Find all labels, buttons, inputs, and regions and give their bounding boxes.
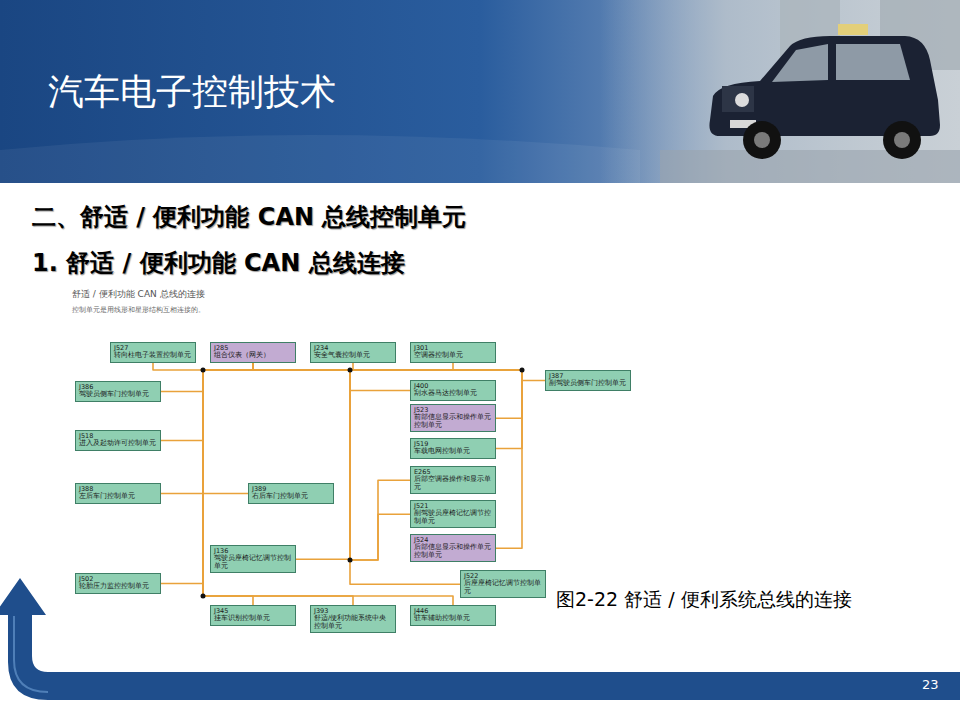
unit-code: J387 bbox=[549, 373, 627, 380]
footer-highlight bbox=[14, 616, 48, 692]
junction-dot bbox=[348, 368, 353, 373]
unit-name: 驻车辅助控制单元 bbox=[414, 615, 492, 622]
unit-code: J523 bbox=[414, 407, 492, 414]
can-bus-line bbox=[203, 363, 353, 605]
control-unit-box: J527转向柱电子装置控制单元 bbox=[110, 342, 196, 363]
control-unit-box: J522后座座椅记忆调节控制单元 bbox=[460, 570, 546, 598]
unit-name: 安全气囊控制单元 bbox=[314, 352, 392, 359]
can-bus-line bbox=[203, 363, 253, 494]
unit-code: J234 bbox=[314, 345, 392, 352]
junction-dots bbox=[201, 368, 525, 599]
can-bus-line bbox=[253, 363, 410, 560]
control-unit-box: J393舒适/便利功能系统中央控制单元 bbox=[310, 605, 396, 633]
can-bus-line bbox=[253, 363, 453, 370]
junction-dot bbox=[201, 368, 206, 373]
control-unit-box: E265后部空调器操作和显示单元 bbox=[410, 466, 496, 494]
control-unit-box: J234安全气囊控制单元 bbox=[310, 342, 396, 363]
can-bus-line bbox=[253, 363, 522, 548]
unit-code: J400 bbox=[414, 383, 492, 390]
control-unit-box: J518进入及起动许可控制单元 bbox=[75, 430, 161, 451]
unit-code: J518 bbox=[79, 433, 157, 440]
can-bus-line bbox=[161, 363, 253, 392]
figure-caption: 图2-22 舒适 / 便利系统总线的连接 bbox=[556, 588, 852, 611]
unit-name: 左后车门控制单元 bbox=[79, 493, 157, 500]
junction-dot bbox=[520, 368, 525, 373]
can-bus-line bbox=[253, 363, 350, 559]
can-bus-line bbox=[253, 363, 410, 560]
control-unit-box: J523前部信息显示和操作单元控制单元 bbox=[410, 404, 496, 432]
header-swoosh bbox=[0, 135, 640, 186]
unit-code: J301 bbox=[414, 345, 492, 352]
control-unit-box: J389右后车门控制单元 bbox=[248, 483, 334, 504]
unit-code: J502 bbox=[79, 576, 157, 583]
can-bus-line bbox=[253, 363, 353, 370]
unit-name: 前部信息显示和操作单元控制单元 bbox=[414, 414, 492, 429]
control-unit-box: J446驻车辅助控制单元 bbox=[410, 605, 496, 626]
slide-title: 汽车电子控制技术 bbox=[48, 70, 336, 113]
can-bus-line bbox=[253, 363, 545, 381]
control-unit-box: J519车载电网控制单元 bbox=[410, 438, 496, 459]
control-unit-box: J524后部信息显示和操作单元控制单元 bbox=[410, 534, 496, 562]
control-unit-box: J301空调器控制单元 bbox=[410, 342, 496, 363]
control-unit-box: J400刮水器马达控制单元 bbox=[410, 380, 496, 401]
unit-name: 后部空调器操作和显示单元 bbox=[414, 476, 492, 491]
sub-heading: 1. 舒适 / 便利功能 CAN 总线连接 bbox=[32, 249, 405, 278]
unit-name: 驾驶员侧车门控制单元 bbox=[79, 391, 157, 398]
can-bus-line bbox=[253, 363, 410, 391]
figure-note: 控制单元是用线形和星形结构互相连接的。 bbox=[72, 306, 205, 314]
can-bus-line bbox=[161, 363, 253, 494]
unit-name: 空调器控制单元 bbox=[414, 352, 492, 359]
junction-dot bbox=[348, 558, 353, 563]
header-rule bbox=[0, 183, 960, 186]
unit-code: J524 bbox=[414, 537, 492, 544]
unit-name: 驾驶员座椅记忆调节控制单元 bbox=[214, 555, 292, 570]
unit-code: J345 bbox=[214, 608, 292, 615]
unit-name: 后部信息显示和操作单元控制单元 bbox=[414, 544, 492, 559]
control-unit-box: J387副驾驶员侧车门控制单元 bbox=[545, 370, 631, 391]
unit-name: 进入及起动许可控制单元 bbox=[79, 440, 157, 447]
unit-code: E265 bbox=[414, 469, 492, 476]
unit-name: 转向柱电子装置控制单元 bbox=[114, 352, 192, 359]
unit-name: 右后车门控制单元 bbox=[252, 493, 330, 500]
control-unit-box: J388左后车门控制单元 bbox=[75, 483, 161, 504]
control-unit-box: J521副驾驶员座椅记忆调节控制单元 bbox=[410, 500, 496, 528]
unit-code: J521 bbox=[414, 503, 492, 510]
figure-heading: 舒适 / 便利功能 CAN 总线的连接 bbox=[72, 289, 205, 300]
can-bus-line bbox=[253, 363, 522, 449]
control-unit-box: J136驾驶员座椅记忆调节控制单元 bbox=[210, 545, 296, 573]
street bbox=[660, 150, 960, 186]
unit-name: 舒适/便利功能系统中央控制单元 bbox=[314, 615, 392, 630]
unit-code: J446 bbox=[414, 608, 492, 615]
unit-code: J386 bbox=[79, 384, 157, 391]
unit-code: J519 bbox=[414, 441, 492, 448]
unit-code: J393 bbox=[314, 608, 392, 615]
unit-code: J285 bbox=[214, 345, 292, 352]
unit-code: J136 bbox=[214, 548, 292, 555]
page-number: 23 bbox=[922, 677, 939, 693]
unit-name: 副驾驶员侧车门控制单元 bbox=[549, 380, 627, 387]
street-photo bbox=[600, 0, 960, 186]
unit-name: 挂车识别控制单元 bbox=[214, 615, 292, 622]
unit-name: 轮胎压力监控控制单元 bbox=[79, 583, 157, 590]
unit-name: 组合仪表（网关） bbox=[214, 352, 292, 359]
taxi-picture bbox=[709, 24, 940, 159]
unit-code: J527 bbox=[114, 345, 192, 352]
unit-name: 车载电网控制单元 bbox=[414, 448, 492, 455]
unit-name: 副驾驶员座椅记忆调节控制单元 bbox=[414, 510, 492, 525]
junction-dot bbox=[201, 594, 206, 599]
control-unit-box: J285组合仪表（网关） bbox=[210, 342, 296, 363]
unit-code: J388 bbox=[79, 486, 157, 493]
control-unit-box: J345挂车识别控制单元 bbox=[210, 605, 296, 626]
unit-code: J522 bbox=[464, 573, 542, 580]
control-unit-box: J502轮胎压力监控控制单元 bbox=[75, 573, 161, 594]
unit-name: 后座座椅记忆调节控制单元 bbox=[464, 580, 542, 595]
header-ground bbox=[0, 0, 960, 186]
unit-code: J389 bbox=[252, 486, 330, 493]
section-heading: 二、舒适 / 便利功能 CAN 总线控制单元 bbox=[32, 203, 466, 232]
can-bus-line bbox=[161, 363, 253, 441]
control-unit-box: J386驾驶员侧车门控制单元 bbox=[75, 381, 161, 402]
unit-name: 刮水器马达控制单元 bbox=[414, 390, 492, 397]
